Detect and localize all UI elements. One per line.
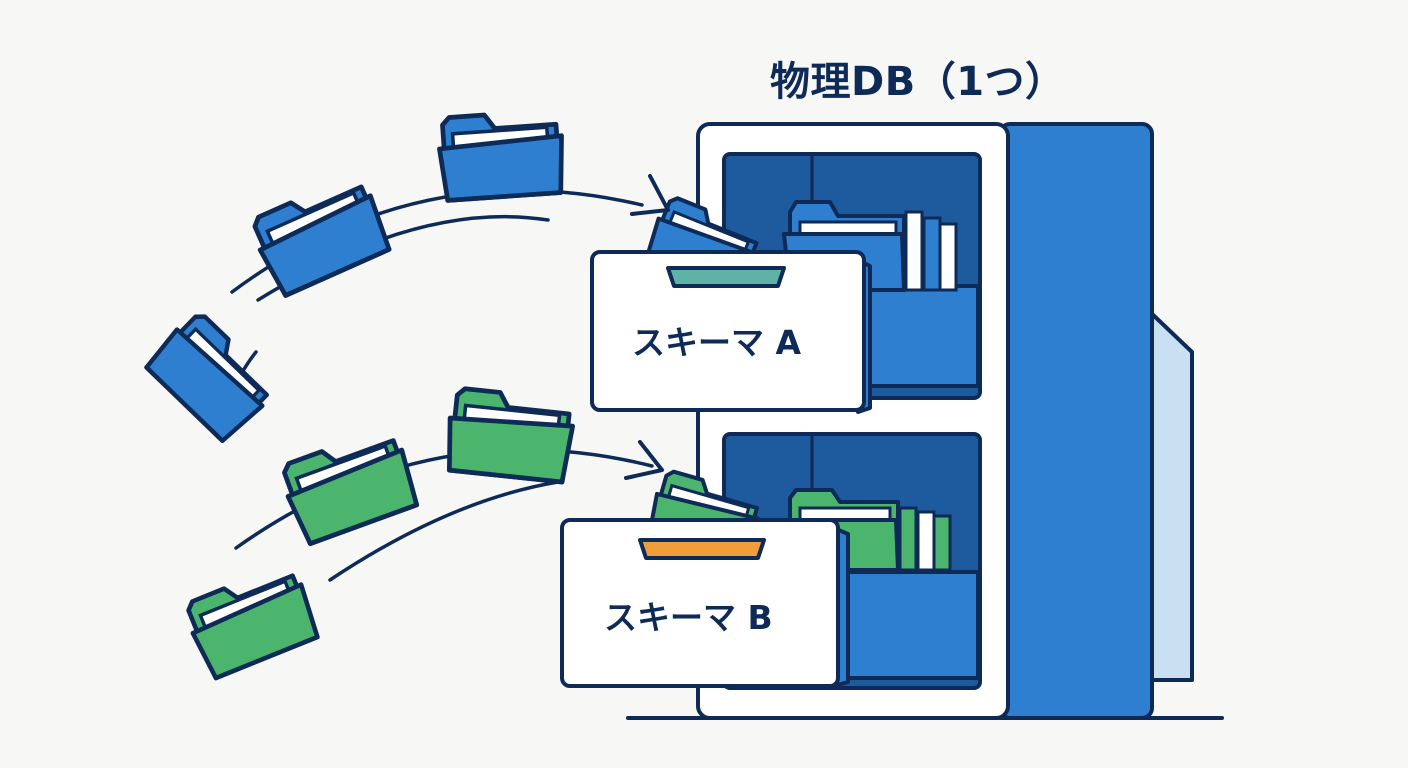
folder-icon <box>437 110 565 201</box>
drawer-b-label: スキーマ B <box>604 598 773 637</box>
arrow-icon <box>630 174 670 216</box>
arrow-icon <box>624 440 664 480</box>
drawer-b-handle[interactable] <box>638 538 766 560</box>
drawer-a-label: スキーマ A <box>632 323 802 362</box>
folder-icon <box>248 172 394 297</box>
drawer-b[interactable] <box>560 518 850 688</box>
folder-icon <box>278 426 422 546</box>
cabinet-side <box>998 122 1154 720</box>
drawer-a-handle[interactable] <box>666 266 786 288</box>
folder-icon <box>445 388 576 483</box>
folder-icon <box>143 309 279 444</box>
folder-icon <box>182 561 322 679</box>
drawer-a[interactable] <box>590 250 872 414</box>
cabinet-back-panel <box>1148 310 1194 682</box>
database-title: 物理DB（1つ） <box>770 59 1066 105</box>
